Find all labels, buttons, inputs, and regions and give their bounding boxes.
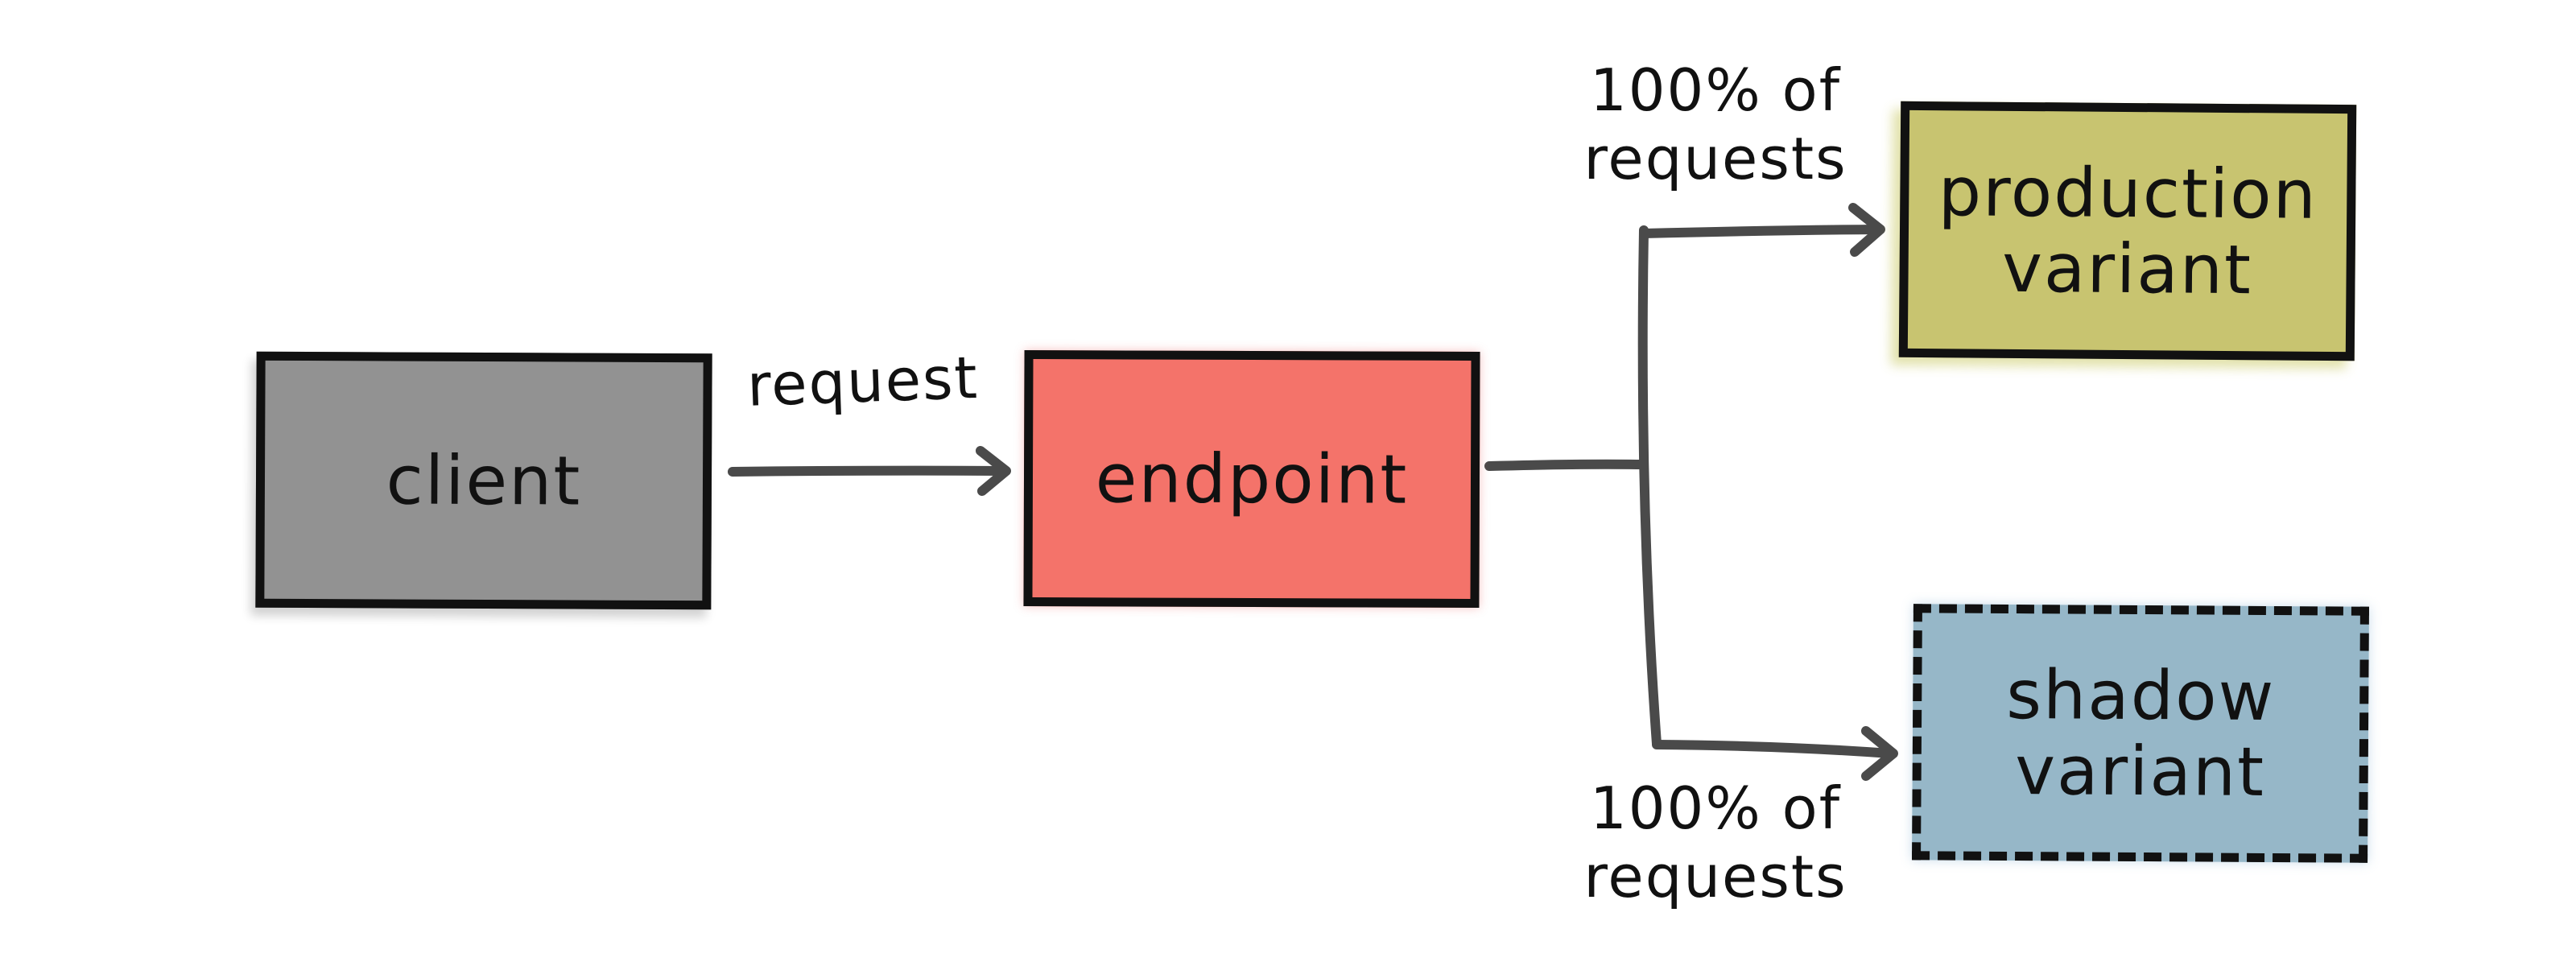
production-traffic-label: 100% of requests <box>1583 56 1847 192</box>
client-to-endpoint-arrow-head <box>976 446 1011 496</box>
split-to-shadow-arrow-head <box>1861 726 1898 781</box>
shadow-traffic-label: 100% of requests <box>1583 774 1847 910</box>
client-node: client <box>255 351 712 610</box>
production-variant-node: production variant <box>1898 101 2357 361</box>
endpoint-node: endpoint <box>1023 350 1480 608</box>
request-label: request <box>745 343 980 419</box>
client-to-endpoint-arrow-line <box>728 465 1009 477</box>
shadow-variant-node: shadow variant <box>1912 604 2369 863</box>
split-to-shadow-line <box>1652 740 1895 758</box>
split-to-production-arrow-head <box>1848 203 1885 257</box>
endpoint-to-split-line <box>1484 459 1644 471</box>
split-to-production-line <box>1639 225 1882 238</box>
split-vertical-line <box>1637 225 1662 749</box>
